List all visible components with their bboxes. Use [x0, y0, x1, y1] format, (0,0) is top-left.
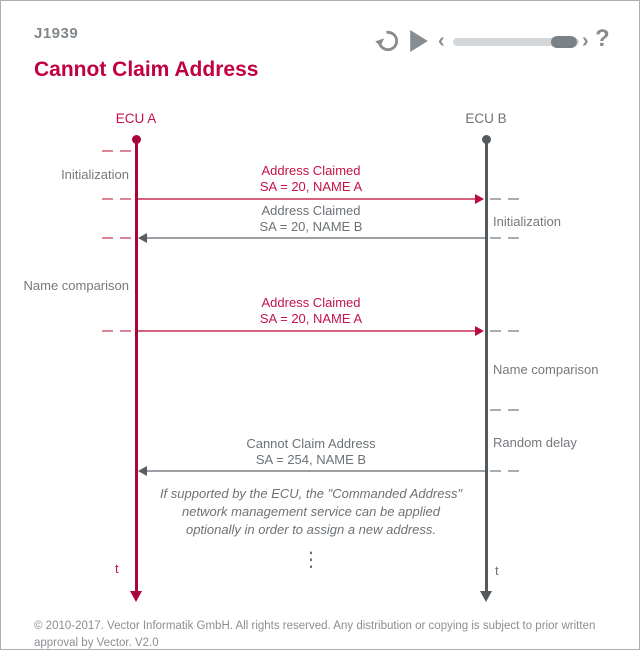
restart-icon: [375, 30, 401, 58]
commanded-address-note: If supported by the ECU, the "Commanded …: [136, 485, 486, 539]
message-1-params: SA = 20, NAME A: [259, 178, 363, 194]
continuation-ellipsis: ⋮: [301, 549, 321, 571]
message-2-name: Address Claimed: [261, 203, 361, 218]
phase-label-right-name-comparison: Name comparison: [493, 362, 599, 377]
note-line-2: network management service can be applie…: [182, 504, 440, 519]
protocol-kicker: J1939: [34, 25, 79, 42]
time-label-b: t: [495, 563, 499, 578]
play-icon: [409, 30, 429, 56]
message-4-arrow-line: [147, 470, 485, 472]
message-2-arrow-line: [147, 237, 485, 239]
dash-stub-b: [490, 470, 519, 472]
lifeline-a-arrowhead: [130, 591, 142, 602]
lifeline-b-arrowhead: [480, 591, 492, 602]
message-4-name: Cannot Claim Address: [246, 436, 376, 451]
copyright-text: © 2010-2017. Vector Informatik GmbH. All…: [34, 620, 596, 649]
phase-label-left-initialization: Initialization: [61, 167, 129, 182]
message-4-params: SA = 254, NAME B: [255, 451, 367, 467]
message-3-label: Address Claimed SA = 20, NAME A: [136, 295, 486, 326]
dash-stub-a: [102, 198, 131, 200]
dash-stub-a: [102, 237, 131, 239]
message-2-arrowhead-left: [138, 233, 147, 243]
message-4-label: Cannot Claim Address SA = 254, NAME B: [136, 436, 486, 467]
step-back-button[interactable]: ‹: [438, 30, 445, 52]
dash-stub-b: [490, 198, 519, 200]
play-button[interactable]: [409, 30, 429, 57]
message-3-arrow-line: [138, 330, 479, 332]
dash-stub-b: [490, 409, 519, 411]
dash-stub-b: [490, 237, 519, 239]
step-forward-button[interactable]: ›: [582, 30, 589, 52]
time-label-a: t: [115, 561, 119, 576]
phase-label-right-random-delay: Random delay: [493, 435, 577, 450]
message-2-label: Address Claimed SA = 20, NAME B: [136, 203, 486, 234]
message-2-params: SA = 20, NAME B: [259, 218, 363, 234]
message-3-params: SA = 20, NAME A: [259, 310, 363, 326]
page-title: Cannot Claim Address: [34, 58, 259, 81]
message-3-arrowhead-right: [475, 326, 484, 336]
lifeline-b: [484, 137, 488, 592]
message-4-arrowhead-left: [138, 466, 147, 476]
note-line-3: optionally in order to assign a new addr…: [185, 522, 437, 537]
message-1-name: Address Claimed: [261, 163, 361, 178]
dash-stub-a: [102, 330, 131, 332]
dash-stub-b: [490, 330, 519, 332]
slider-thumb[interactable]: [551, 36, 577, 48]
actor-label-ecu-b: ECU B: [465, 111, 507, 126]
lifeline-a: [134, 137, 138, 592]
note-line-1: If supported by the ECU, the "Commanded …: [159, 486, 463, 501]
dash-stub-a: [102, 150, 131, 152]
message-3-name: Address Claimed: [261, 295, 361, 310]
phase-label-left-name-comparison: Name comparison: [23, 278, 130, 293]
message-1-arrow-line: [138, 198, 479, 200]
progress-slider[interactable]: [453, 36, 579, 48]
message-1-label: Address Claimed SA = 20, NAME A: [136, 163, 486, 194]
restart-button[interactable]: [375, 28, 401, 59]
actor-label-ecu-a: ECU A: [115, 111, 157, 126]
phase-label-right-initialization: Initialization: [493, 214, 561, 229]
help-button[interactable]: ?: [595, 25, 610, 52]
message-1-arrowhead-right: [475, 194, 484, 204]
